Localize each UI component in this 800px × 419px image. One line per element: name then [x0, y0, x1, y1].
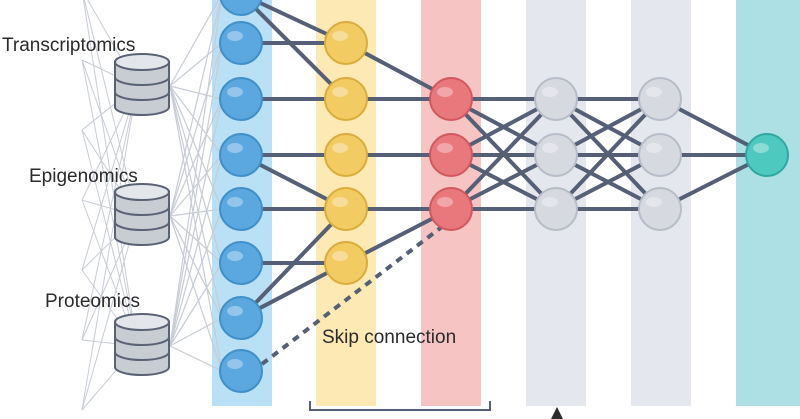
- input-node: [219, 187, 263, 231]
- omics-to-input-edges: [81, 0, 223, 411]
- database-icon: [114, 313, 170, 376]
- yellow-node: [324, 133, 368, 177]
- faint-edge: [169, 208, 223, 217]
- faint-edge: [169, 262, 223, 347]
- faint-edge: [169, 98, 223, 217]
- omic-label-proteomics: Proteomics: [45, 291, 141, 312]
- yellow-node: [324, 21, 368, 65]
- network-edge: [449, 97, 558, 211]
- faint-edge: [169, 0, 222, 217]
- faint-edge: [83, 0, 138, 217]
- faint-edge: [81, 85, 138, 411]
- faint-edge: [169, 215, 223, 264]
- red-node: [429, 187, 473, 231]
- omic-label-transcriptomics: Transcriptomics: [2, 35, 136, 56]
- faint-edge: [169, 345, 223, 372]
- database-icon: [114, 53, 170, 116]
- red-node: [429, 77, 473, 121]
- database-icon: [114, 183, 170, 246]
- faint-edge: [169, 154, 223, 217]
- faint-edge: [169, 42, 223, 217]
- yellow-node: [324, 241, 368, 285]
- gray-2-node: [638, 133, 682, 177]
- red-node: [429, 133, 473, 177]
- network-edge: [239, 207, 348, 320]
- input-node: [219, 0, 263, 16]
- faint-edge: [169, 317, 223, 347]
- gray-2-node: [638, 77, 682, 121]
- network-edge: [554, 97, 662, 211]
- gray-1-node: [534, 133, 578, 177]
- output-layer-band: [736, 0, 800, 406]
- layer-group-bracket: [309, 401, 491, 411]
- input-node: [219, 77, 263, 121]
- input-node: [219, 349, 263, 393]
- faint-edge: [81, 129, 138, 347]
- databases: [114, 53, 170, 376]
- yellow-node: [324, 187, 368, 231]
- faint-edge: [169, 154, 223, 347]
- faint-edge: [81, 85, 138, 341]
- network-nodes: [219, 0, 789, 393]
- faint-edge: [169, 85, 223, 372]
- arrow-up-icon: [551, 407, 563, 419]
- skip-connection-label: Skip connection: [322, 327, 457, 348]
- gray-1-node: [534, 77, 578, 121]
- faint-edge: [169, 85, 223, 156]
- faint-edge: [169, 215, 223, 372]
- faint-edge: [81, 215, 138, 411]
- input-node: [219, 21, 263, 65]
- faint-edge: [169, 0, 222, 347]
- faint-edge: [81, 59, 138, 347]
- gray-1-node: [534, 187, 578, 231]
- layer-bands: [212, 0, 800, 406]
- faint-edge: [83, 0, 138, 347]
- network-edge: [244, 0, 348, 101]
- output-node: [745, 133, 789, 177]
- faint-edge: [169, 0, 220, 87]
- faint-edge: [81, 85, 138, 271]
- faint-edge: [169, 98, 223, 347]
- yellow-node: [324, 77, 368, 121]
- faint-edge: [169, 215, 223, 319]
- faint-edge: [169, 42, 223, 347]
- input-node: [219, 241, 263, 285]
- omic-label-epigenomics: Epigenomics: [29, 166, 138, 187]
- input-node: [219, 296, 263, 340]
- gray-2-node: [638, 187, 682, 231]
- faint-edge: [169, 85, 223, 319]
- input-node: [219, 133, 263, 177]
- faint-edge: [169, 208, 223, 347]
